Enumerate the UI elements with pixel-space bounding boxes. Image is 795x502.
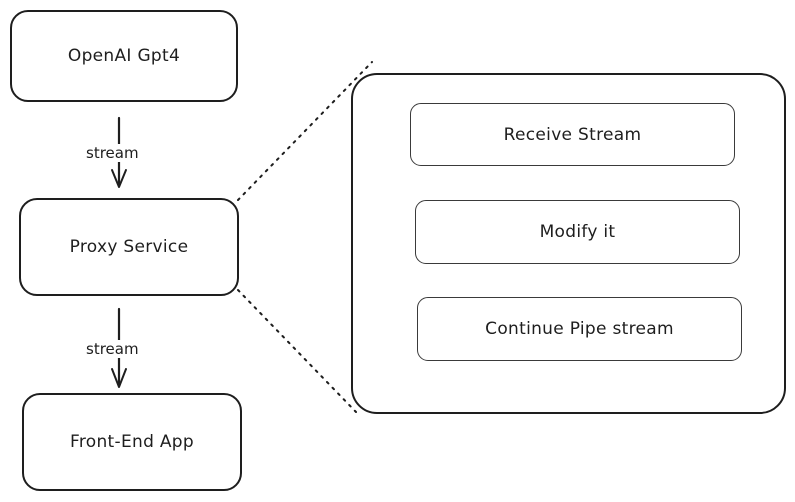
edge-label-openai-proxy: stream <box>84 144 141 162</box>
edge-label-proxy-frontend: stream <box>84 340 141 358</box>
zoom-line-top <box>237 61 373 201</box>
step-continue-pipe-stream-label: Continue Pipe stream <box>485 319 674 339</box>
node-proxy-service: Proxy Service <box>19 198 239 296</box>
node-proxy-service-label: Proxy Service <box>69 237 189 257</box>
step-modify-it-label: Modify it <box>539 222 616 242</box>
arrow-head-proxy-frontend <box>111 368 127 388</box>
step-receive-stream: Receive Stream <box>410 103 735 166</box>
step-modify-it: Modify it <box>415 200 740 264</box>
node-openai-gpt4-label: OpenAI Gpt4 <box>67 46 181 66</box>
arrow-head-openai-proxy <box>111 169 127 188</box>
zoom-line-bottom <box>237 289 357 413</box>
step-continue-pipe-stream: Continue Pipe stream <box>417 297 742 361</box>
step-receive-stream-label: Receive Stream <box>503 124 642 145</box>
node-front-end-app: Front-End App <box>22 393 242 491</box>
node-openai-gpt4: OpenAI Gpt4 <box>10 10 238 102</box>
node-front-end-app-label: Front-End App <box>70 432 194 452</box>
